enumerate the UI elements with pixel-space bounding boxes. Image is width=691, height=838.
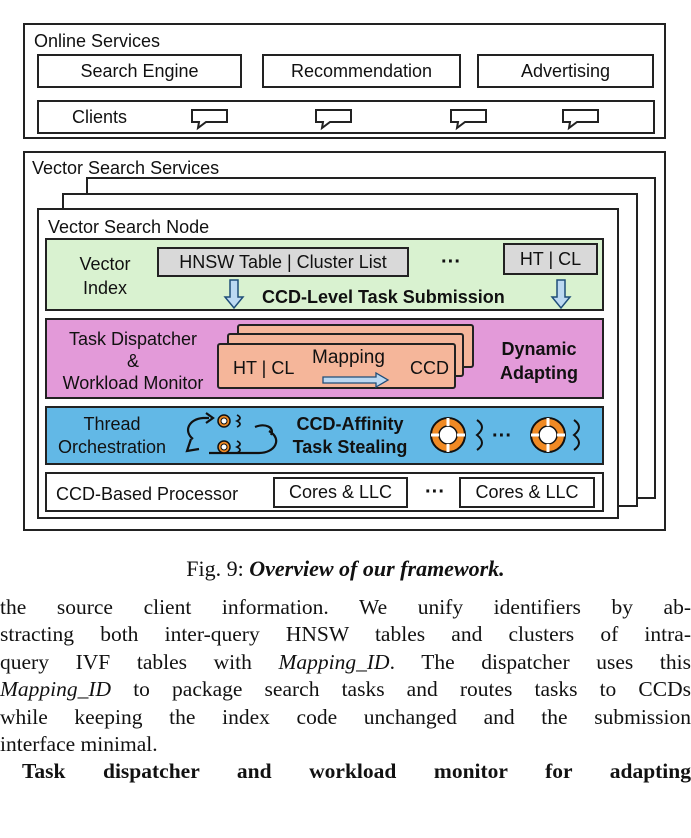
ccd-level-task-submission-label: CCD-Level Task Submission bbox=[262, 287, 505, 307]
task-dispatcher-label: Task Dispatcher & Workload Monitor bbox=[62, 329, 204, 393]
caption-prefix: Fig. 9: bbox=[186, 556, 244, 581]
clients-label: Clients bbox=[72, 107, 128, 127]
text-line: stracting both inter-query HNSW tables a… bbox=[0, 622, 691, 647]
task-cycle-icon bbox=[185, 412, 278, 455]
chat-bubble-icon bbox=[450, 109, 487, 131]
wave-icon bbox=[572, 419, 580, 451]
online-services-title: Online Services bbox=[34, 31, 161, 51]
text-line: interface minimal. bbox=[0, 731, 158, 756]
mapping-label: Mapping bbox=[312, 347, 385, 368]
wave-icon bbox=[475, 419, 483, 451]
ht-cl-box: HT | CL bbox=[503, 243, 598, 275]
cores-llc-box: Cores & LLC bbox=[459, 477, 595, 508]
text-line: query IVF tables with Mapping_ID. The di… bbox=[0, 649, 691, 674]
dynamic-adapting-label: Dynamic Adapting bbox=[500, 339, 578, 383]
down-arrow-icon bbox=[550, 279, 572, 310]
ccd-affinity-task-stealing-label: CCD-Affinity Task Stealing bbox=[292, 414, 408, 457]
down-arrow-icon bbox=[223, 279, 245, 310]
text-line: Mapping_ID to package search tasks and r… bbox=[0, 677, 691, 702]
processor-ellipsis: ··· bbox=[425, 481, 445, 503]
ccd-based-processor-label: CCD-Based Processor bbox=[56, 484, 239, 504]
search-engine-box: Search Engine bbox=[37, 54, 242, 88]
vector-search-services-title: Vector Search Services bbox=[32, 158, 220, 178]
chat-bubble-icon bbox=[562, 109, 599, 131]
vector-index-ellipsis: ··· bbox=[441, 251, 461, 273]
lifebuoy-icon bbox=[530, 417, 566, 453]
caption-title: Overview of our framework. bbox=[249, 556, 505, 581]
thread-ellipsis: ··· bbox=[492, 425, 512, 447]
advertising-box: Advertising bbox=[477, 54, 654, 88]
chat-bubble-icon bbox=[315, 109, 352, 131]
vector-search-node-title: Vector Search Node bbox=[48, 217, 210, 237]
hnsw-table-cluster-list-box: HNSW Table | Cluster List bbox=[157, 247, 409, 277]
text-line: while keeping the index code unchanged a… bbox=[0, 704, 691, 729]
body-paragraph: the source client information. We unify … bbox=[0, 594, 691, 786]
cores-llc-box: Cores & LLC bbox=[273, 477, 408, 508]
mapping-ccd-label: CCD bbox=[410, 358, 449, 378]
text-line: the source client information. We unify … bbox=[0, 595, 691, 619]
right-arrow-icon bbox=[322, 371, 390, 389]
thread-orchestration-row bbox=[45, 406, 604, 465]
thread-orchestration-label: Thread Orchestration bbox=[57, 414, 167, 457]
figure-caption: Fig. 9: Overview of our framework. bbox=[0, 556, 691, 582]
section-heading-line: Task dispatcher and workload monitor for… bbox=[22, 759, 691, 784]
vector-index-label: Vector Index bbox=[79, 254, 131, 298]
mapping-ht-cl-label: HT | CL bbox=[233, 358, 295, 378]
chat-bubble-icon bbox=[191, 109, 228, 131]
lifebuoy-icon bbox=[430, 417, 466, 453]
recommendation-box: Recommendation bbox=[262, 54, 461, 88]
